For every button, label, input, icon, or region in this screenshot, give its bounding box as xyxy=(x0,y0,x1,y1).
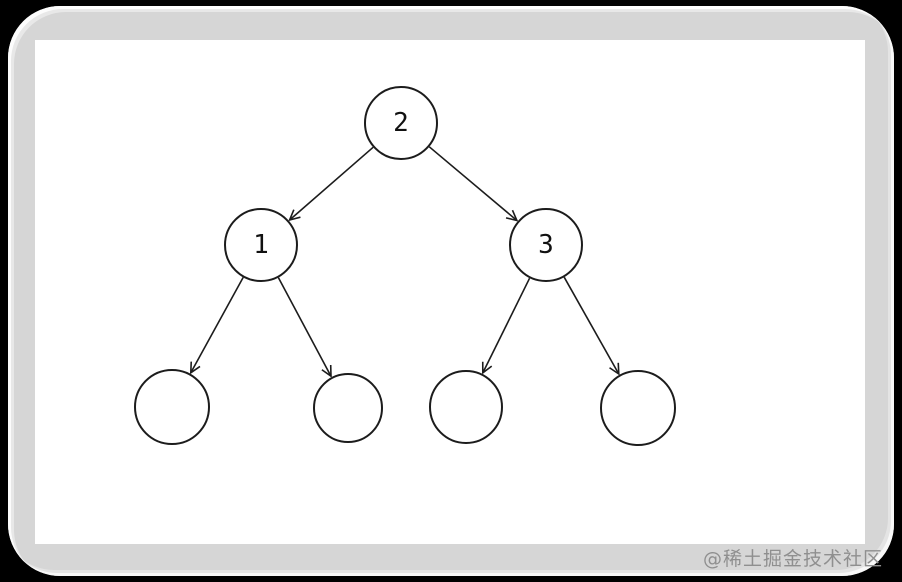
diagram-canvas xyxy=(35,40,865,544)
tree-node-leaf-1 xyxy=(134,369,210,445)
tree-nodes: 2 1 3 xyxy=(134,86,676,446)
watermark: @稀土掘金技术社区 xyxy=(702,548,883,570)
tree-edge-root-right xyxy=(428,146,517,221)
tree-edge-left-leaf-1 xyxy=(191,277,244,372)
tree-node-label-root: 2 xyxy=(393,108,409,138)
tree-node-label-left: 1 xyxy=(253,230,269,260)
tree-node-leaf-3 xyxy=(429,370,503,444)
tree-node-leaf-2 xyxy=(313,373,383,443)
tree-node-label-right: 3 xyxy=(538,230,554,260)
tree-node-root xyxy=(364,86,438,160)
tree-node-right xyxy=(509,208,583,282)
tree-edge-right-leaf-3 xyxy=(483,277,531,373)
tree-edge-right-leaf-4 xyxy=(563,276,619,374)
tree-node-left xyxy=(224,208,298,282)
tree-edges xyxy=(191,146,619,377)
tree-node-leaf-4 xyxy=(600,370,676,446)
tree-edge-left-leaf-2 xyxy=(277,277,331,377)
tree-edge-root-left xyxy=(290,146,374,220)
